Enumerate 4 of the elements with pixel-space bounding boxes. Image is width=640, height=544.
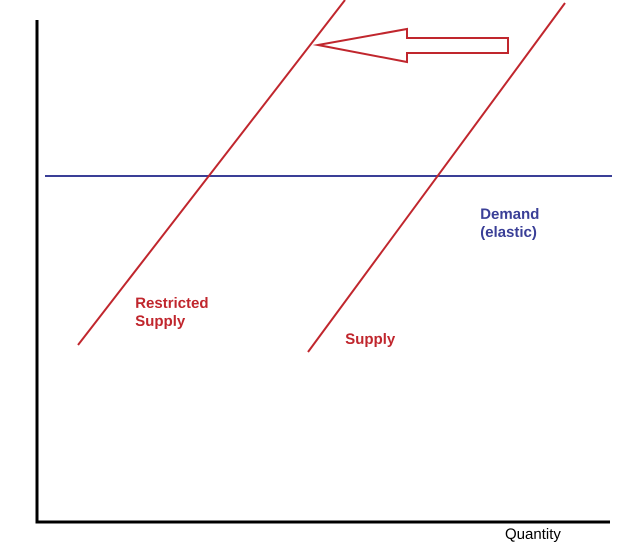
curve-label: Supply bbox=[346, 333, 396, 347]
curve-label: Restricted Supply bbox=[136, 297, 208, 329]
axis-label: Quantity bbox=[506, 528, 561, 542]
curve-label: Demand (elastic) bbox=[480, 208, 538, 240]
